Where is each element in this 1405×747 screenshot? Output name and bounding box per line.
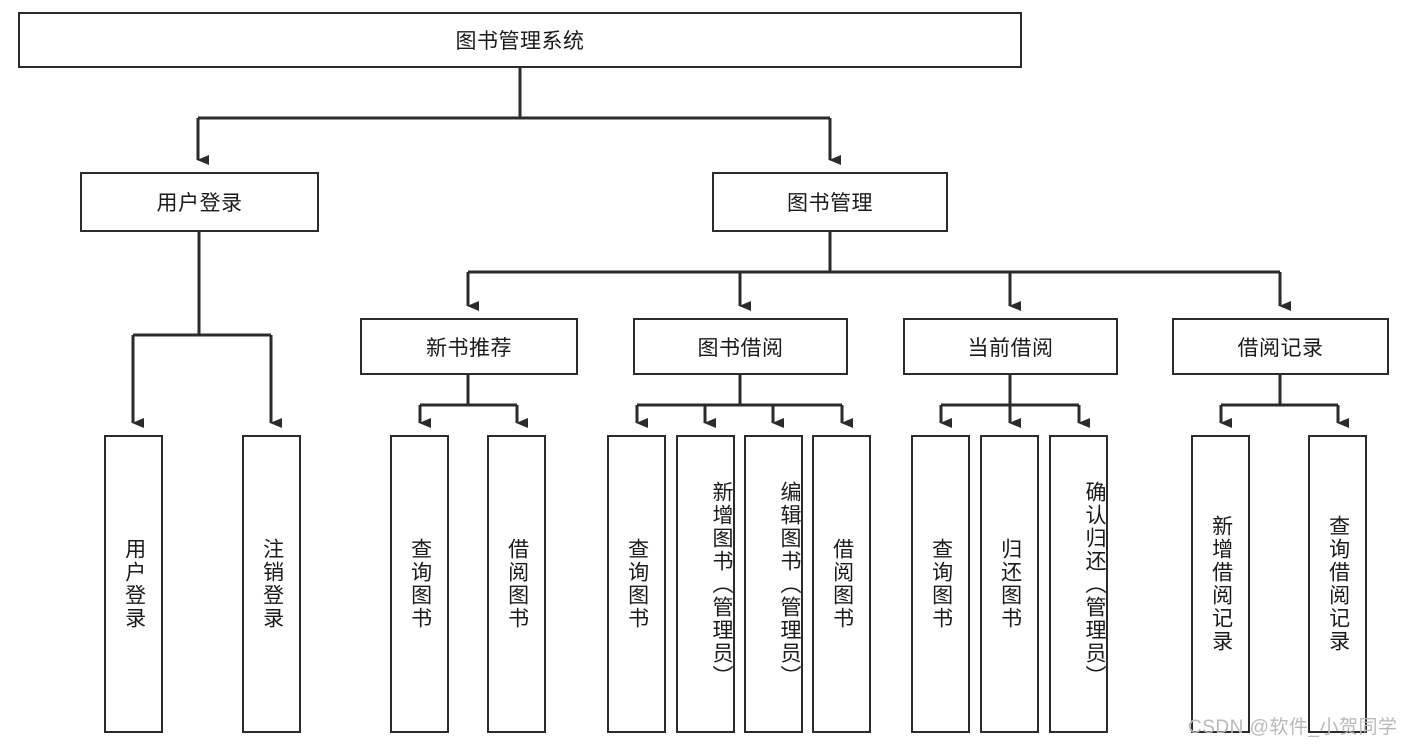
leaf-query-book-borrow[interactable]: 查询图书 bbox=[607, 435, 666, 733]
node-root-system[interactable]: 图书管理系统 bbox=[18, 12, 1022, 68]
watermark-text: CSDN @软件_小贺同学 bbox=[1188, 717, 1398, 738]
leaf-user-login[interactable]: 用户登录 bbox=[104, 435, 163, 733]
leaf-edit-book-admin[interactable]: 编辑图书（管理员） bbox=[744, 435, 803, 733]
leaf-borrow-book-recommend[interactable]: 借阅图书 bbox=[487, 435, 546, 733]
node-user-login[interactable]: 用户登录 bbox=[80, 172, 319, 232]
node-borrow-record[interactable]: 借阅记录 bbox=[1172, 318, 1389, 375]
leaf-return-book[interactable]: 归还图书 bbox=[980, 435, 1039, 733]
leaf-query-borrow-record[interactable]: 查询借阅记录 bbox=[1308, 435, 1367, 733]
leaf-query-book-current[interactable]: 查询图书 bbox=[911, 435, 970, 733]
leaf-logout-login[interactable]: 注销登录 bbox=[242, 435, 301, 733]
leaf-query-book-recommend[interactable]: 查询图书 bbox=[390, 435, 449, 733]
node-book-management[interactable]: 图书管理 bbox=[712, 172, 948, 232]
leaf-confirm-return-admin[interactable]: 确认归还（管理员） bbox=[1049, 435, 1108, 733]
node-current-borrow[interactable]: 当前借阅 bbox=[903, 318, 1118, 375]
leaf-add-book-admin[interactable]: 新增图书（管理员） bbox=[676, 435, 735, 733]
leaf-borrow-book[interactable]: 借阅图书 bbox=[812, 435, 871, 733]
node-book-borrow[interactable]: 图书借阅 bbox=[633, 318, 848, 375]
node-new-book-recommend[interactable]: 新书推荐 bbox=[360, 318, 578, 375]
leaf-add-borrow-record[interactable]: 新增借阅记录 bbox=[1191, 435, 1250, 733]
